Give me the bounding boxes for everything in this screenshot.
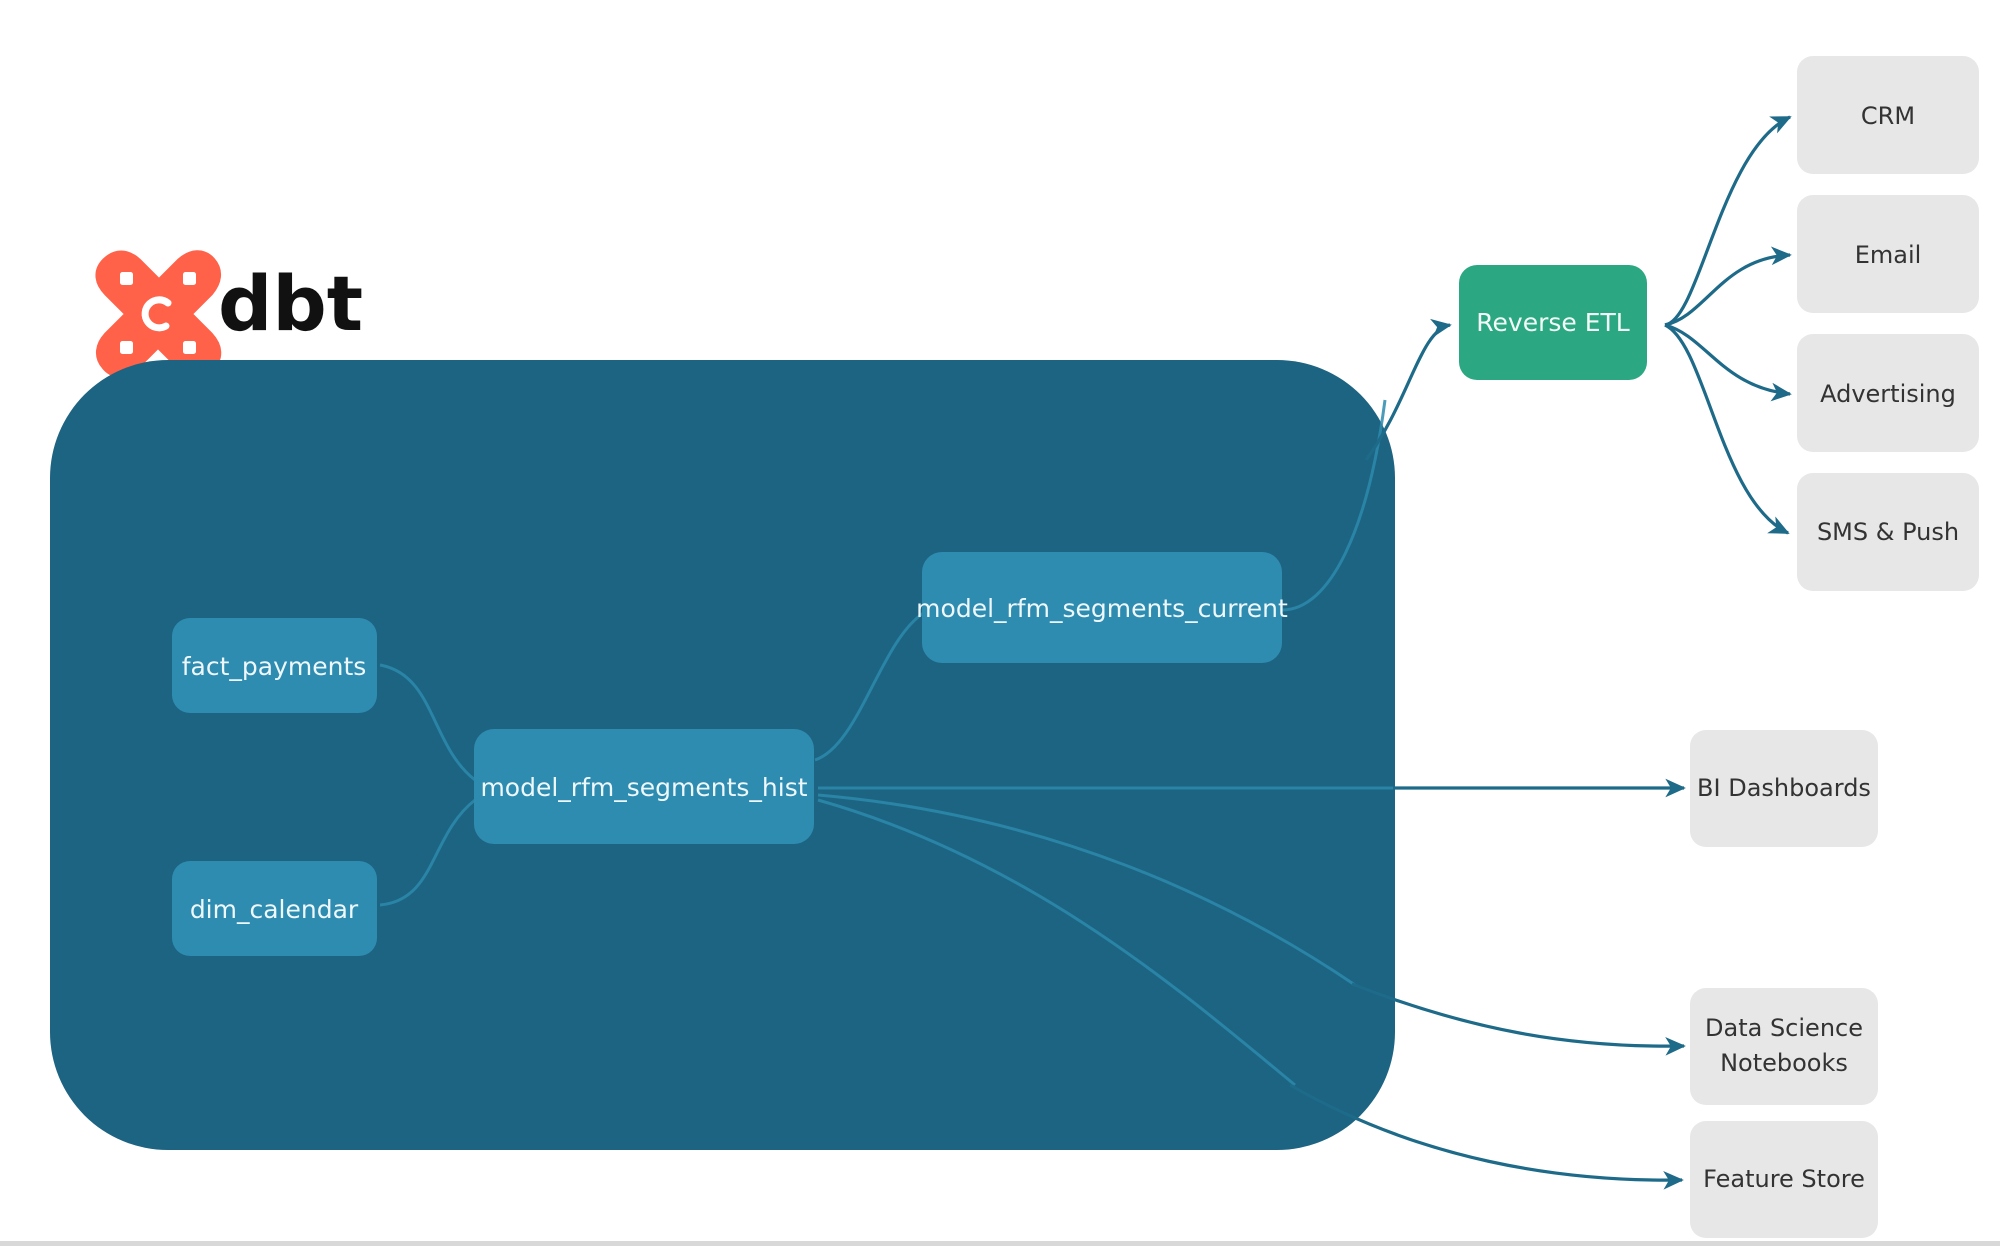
edge-hist-to-fs-exit <box>817 798 1296 1087</box>
edge-dim-calendar-to-hist <box>379 798 476 907</box>
reverse-etl-node[interactable]: Reverse ETL <box>1459 265 1647 380</box>
model-node-label: model_rfm_segments_hist <box>480 773 807 802</box>
edge-warehouse-to-feature-store <box>1289 1083 1684 1190</box>
edge-reverse-etl-to-email <box>1664 246 1792 327</box>
destination-label-line-2: Notebooks <box>1720 1049 1848 1077</box>
model-node-label: model_rfm_segments_current <box>916 594 1288 623</box>
model-node-rfm-segments-hist[interactable]: model_rfm_segments_hist <box>474 729 814 844</box>
internal-edges <box>379 399 1395 1087</box>
edge-reverse-etl-to-advertising <box>1664 323 1792 402</box>
edge-fact-payments-to-hist <box>379 663 476 782</box>
model-node-dim-calendar[interactable]: dim_calendar <box>172 861 377 956</box>
destination-label: Advertising <box>1820 380 1956 408</box>
destination-label: BI Dashboards <box>1697 774 1871 802</box>
edge-hist-to-current <box>814 610 926 762</box>
destination-label: SMS & Push <box>1817 518 1959 546</box>
model-node-rfm-segments-current[interactable]: model_rfm_segments_current <box>916 552 1288 663</box>
destination-label: Email <box>1855 241 1922 269</box>
destination-bi-dashboards[interactable]: BI Dashboards <box>1690 730 1878 847</box>
destination-label-line-1: Data Science <box>1705 1014 1863 1042</box>
dbt-x-logo-icon <box>95 250 222 378</box>
reverse-etl-label: Reverse ETL <box>1476 308 1630 337</box>
model-node-label: fact_payments <box>182 652 367 681</box>
destination-crm[interactable]: CRM <box>1797 56 1979 174</box>
destination-sms-push[interactable]: SMS & Push <box>1797 473 1979 591</box>
dbt-logo: dbt <box>95 250 363 378</box>
edge-warehouse-to-data-science-notebooks <box>1351 982 1686 1056</box>
external-edges <box>1289 115 1792 1190</box>
destination-advertising[interactable]: Advertising <box>1797 334 1979 452</box>
bottom-divider <box>0 1241 2000 1246</box>
destination-label: CRM <box>1861 102 1915 130</box>
edge-current-to-container-exit <box>1281 399 1387 612</box>
destination-data-science-notebooks[interactable]: Data Science Notebooks <box>1690 988 1878 1105</box>
destination-label: Feature Store <box>1703 1165 1865 1193</box>
destination-email[interactable]: Email <box>1797 195 1979 313</box>
edge-warehouse-to-reverse-etl <box>1364 318 1452 461</box>
edge-reverse-etl-to-crm <box>1664 115 1792 327</box>
dbt-wordmark: dbt <box>218 259 363 348</box>
edge-reverse-etl-to-sms-push <box>1664 323 1790 535</box>
model-node-fact-payments[interactable]: fact_payments <box>172 618 377 713</box>
model-node-label: dim_calendar <box>190 895 359 924</box>
edge-hist-to-ds-exit <box>817 793 1356 987</box>
destination-feature-store[interactable]: Feature Store <box>1690 1121 1878 1238</box>
